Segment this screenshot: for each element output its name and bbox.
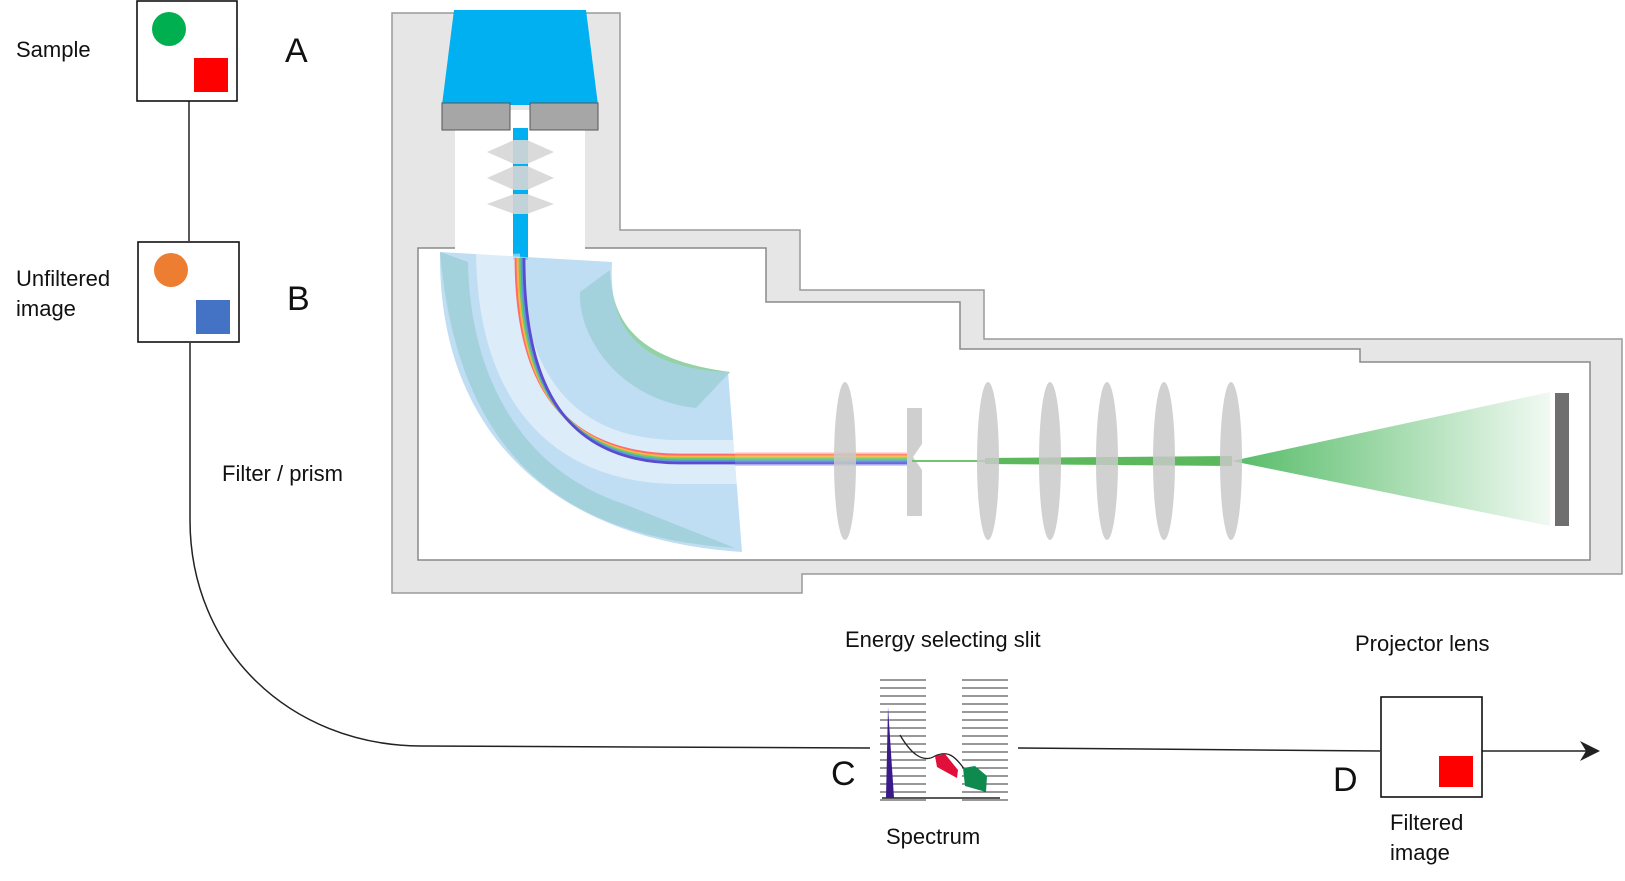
sample-square — [194, 58, 228, 92]
flow-lines — [188, 101, 1600, 761]
dispersed-beam — [514, 257, 910, 465]
prism-body — [439, 252, 742, 552]
letter-c: C — [831, 755, 856, 793]
unfiltered-square — [196, 300, 230, 334]
detector-screen — [1555, 393, 1569, 526]
sample-circle — [152, 12, 186, 46]
filtered-label-line1: Filtered — [1390, 810, 1464, 835]
letter-b: B — [287, 280, 310, 318]
sample-box — [136, 0, 238, 102]
filter-prism-label: Filter / prism — [222, 461, 343, 486]
anode-right — [529, 102, 599, 131]
letter-a: A — [285, 32, 308, 70]
anode-left — [441, 102, 511, 131]
filtered-label-line2: image — [1390, 840, 1450, 865]
projector-lens-label: Projector lens — [1355, 631, 1490, 656]
projected-beam — [1232, 392, 1550, 526]
sample-label: Sample — [16, 37, 91, 62]
unfiltered-image-box — [137, 241, 240, 343]
condenser-lenses — [487, 140, 554, 214]
spectrum-label: Spectrum — [886, 824, 981, 849]
unfiltered-label-line1: Unfiltered — [16, 266, 111, 291]
projector-lenses — [834, 382, 1242, 540]
letter-d: D — [1333, 761, 1358, 799]
spectrum-figure — [880, 679, 1008, 801]
electron-source — [442, 10, 598, 105]
energy-slit-label: Energy selecting slit — [845, 627, 1041, 652]
unfiltered-label-line2: image — [16, 296, 76, 321]
unfiltered-circle — [154, 253, 188, 287]
filtered-square — [1439, 756, 1473, 787]
filtered-image-box — [1380, 696, 1483, 798]
